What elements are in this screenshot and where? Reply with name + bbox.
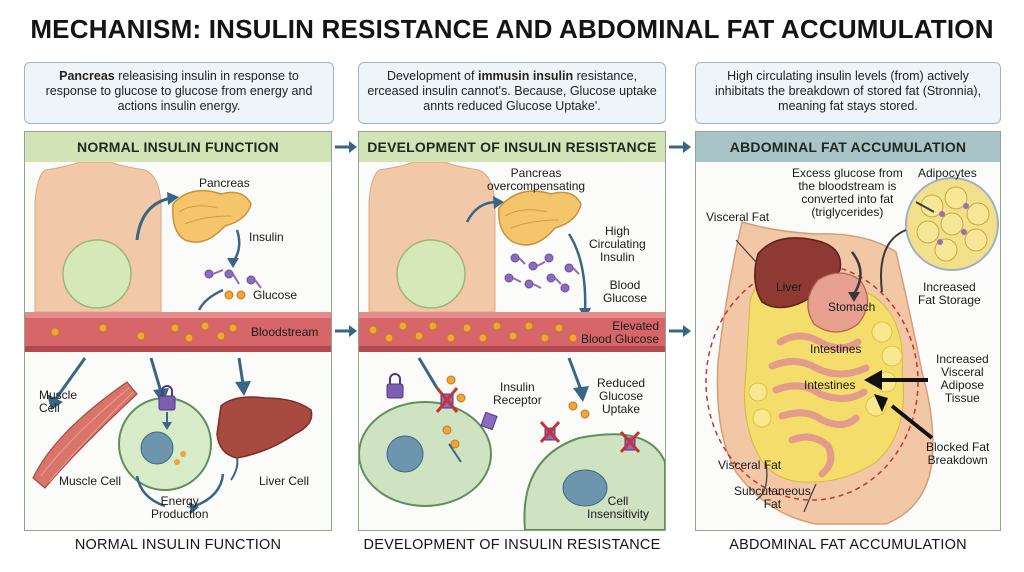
label-increased-visceral-adipose: Increased Visceral Adipose Tissue (936, 352, 989, 405)
label-insulin: Insulin (249, 230, 284, 244)
cell-nucleus-icon (140, 431, 174, 465)
blocked-receptor-icon (435, 387, 459, 413)
panel-insulin-resistance: DEVELOPMENT OF INSULIN RESISTANCE (358, 131, 666, 531)
label-visceral-fat-bottom: Visceral Fat (718, 458, 782, 472)
bloodstream-vessel-icon (25, 312, 331, 352)
flow-arrow-2-top-icon (669, 141, 691, 153)
panel-abdominal-fat: ABDOMINAL FAT ACCUMULATION (695, 131, 1001, 531)
description-resistance-text-a: Development of (386, 69, 478, 83)
label-intestines-1: Intestines (810, 342, 862, 356)
label-pancreas: Pancreas (199, 176, 250, 190)
elevated-glucose-dots-icon (368, 321, 578, 343)
stomach-region-icon (62, 239, 132, 309)
label-visceral-fat-top: Visceral Fat (706, 210, 770, 224)
glucose-dots-icon (224, 290, 246, 300)
description-resistance-bold: immusin insulin (477, 69, 574, 83)
label-blood-glucose: Blood Glucose (603, 278, 648, 305)
footer-normal: NORMAL INSULIN FUNCTION (74, 537, 282, 553)
label-high-circulating-insulin: High Circulating Insulin (589, 224, 646, 264)
stomach-region-icon (396, 239, 466, 309)
description-resistance: Development of immusin insulin resistanc… (358, 62, 666, 124)
description-fat-text: High circulating insulin levels (from) a… (714, 69, 982, 113)
lock-icon (158, 385, 176, 411)
label-muscle-cell-bottom: Muscle Cell (59, 474, 122, 488)
label-adipocytes: Adipocytes (918, 166, 977, 180)
blocked-receptor-2-icon (539, 420, 641, 454)
label-cell-insensitivity: Cell Insensitivity (587, 494, 650, 521)
lock-icon (386, 373, 404, 399)
label-blocked-fat-breakdown: Blocked Fat Breakdown (926, 440, 990, 467)
flow-arrow-1-mid-icon (335, 325, 357, 337)
label-subcutaneous-fat: Subcutaneous Fat (734, 484, 811, 511)
label-pancreas-overcompensating: Pancreas overcompensating (487, 166, 586, 193)
panel-normal-header: NORMAL INSULIN FUNCTION (25, 132, 331, 162)
pancreas-icon (172, 189, 252, 243)
resistance-illustration (359, 162, 665, 530)
description-normal-text: releasising insulin in response to respo… (45, 69, 313, 113)
flow-arrow-2-mid-icon (669, 325, 691, 337)
label-energy-production: Energy Production (151, 494, 209, 521)
insulin-molecules-icon (204, 269, 262, 289)
label-muscle-cell-top: Muscle Cell (39, 388, 78, 415)
label-liver: Liver (776, 280, 803, 294)
resistant-cell-1-icon (359, 401, 492, 507)
label-intestines-2: Intestines (804, 378, 856, 392)
description-fat: High circulating insulin levels (from) a… (695, 62, 1001, 124)
label-bloodstream: Bloodstream (251, 325, 319, 339)
pancreas-overcompensating-icon (498, 190, 582, 246)
label-glucose: Glucose (253, 288, 298, 302)
fat-illustration (705, 177, 999, 525)
footer-resistance: DEVELOPMENT OF INSULIN RESISTANCE (363, 537, 661, 553)
flow-arrow-1-top-icon (335, 141, 357, 153)
label-reduced-glucose-uptake: Reduced Glucose Uptake (597, 376, 646, 416)
label-insulin-receptor: Insulin Receptor (493, 380, 542, 407)
stomach-icon (807, 272, 869, 333)
panel-normal-insulin-function: NORMAL INSULIN FUNCTION (24, 131, 332, 531)
description-normal-bold: Pancreas (59, 69, 115, 83)
label-stomach: Stomach (828, 300, 876, 314)
label-excess-glucose: Excess glucose from the bloodstream is c… (792, 166, 903, 219)
label-liver-cell: Liver Cell (259, 474, 310, 488)
liver-icon (216, 396, 313, 459)
page-title: MECHANISM: INSULIN RESISTANCE AND ABDOMI… (30, 14, 994, 44)
muscle-fiber-icon (32, 381, 138, 489)
label-increased-fat-storage: Increased Fat Storage (918, 280, 981, 307)
label-elevated-blood-glucose: Elevated Blood Glucose (580, 319, 659, 346)
footer-fat: ABDOMINAL FAT ACCUMULATION (729, 537, 967, 553)
description-normal: Pancreas releasising insulin in response… (24, 62, 334, 124)
panel-resistance-header: DEVELOPMENT OF INSULIN RESISTANCE (359, 132, 665, 162)
intestines-icon (768, 332, 870, 478)
description-resistance-text-b: resistance, erceased insulin cannot's. B… (367, 69, 657, 113)
panel-fat-header: ABDOMINAL FAT ACCUMULATION (696, 132, 1000, 162)
normal-illustration (25, 162, 331, 514)
